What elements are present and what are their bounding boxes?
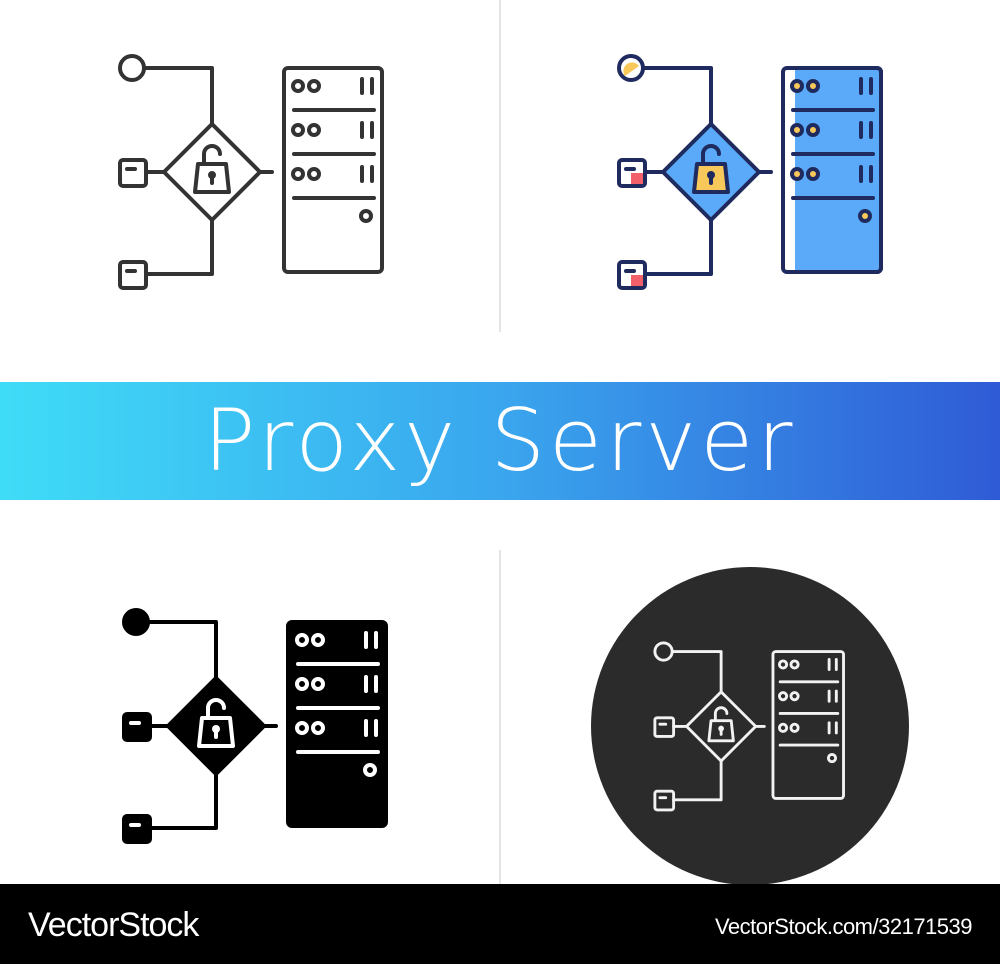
unlocked-padlock xyxy=(707,706,735,743)
connector-lines xyxy=(672,650,766,802)
client-box-1 xyxy=(617,158,647,188)
proxy-server-color-icon xyxy=(617,54,883,290)
server-rack xyxy=(286,620,388,828)
title-banner: Proxy Server xyxy=(0,382,1000,500)
server-rack xyxy=(282,66,384,274)
footer-bar: VectorStock VectorStock.com/32171539 xyxy=(0,884,1000,964)
client-box-2 xyxy=(118,260,148,290)
client-circle xyxy=(653,641,674,662)
client-box-1 xyxy=(653,716,676,738)
proxy-server-glyph-icon xyxy=(122,608,388,844)
unlocked-padlock xyxy=(197,698,235,748)
divider-bottom xyxy=(499,550,501,884)
connector-lines xyxy=(148,620,278,830)
proxy-diamond xyxy=(162,122,262,222)
unlocked-padlock xyxy=(692,144,730,194)
divider-top xyxy=(499,0,501,332)
vectorstock-logo: VectorStock xyxy=(28,906,199,944)
client-box-2 xyxy=(122,814,152,844)
client-circle xyxy=(118,54,146,82)
client-circle xyxy=(617,54,645,82)
proxy-server-outline-icon xyxy=(118,54,384,290)
client-circle xyxy=(122,608,150,636)
client-box-1 xyxy=(122,712,152,742)
proxy-diamond xyxy=(685,690,758,763)
connector-lines xyxy=(144,66,274,276)
connector-lines xyxy=(643,66,773,276)
image-url: VectorStock.com/32171539 xyxy=(714,914,973,939)
proxy-server-chalk-icon xyxy=(653,641,845,812)
banner-title: Proxy Server xyxy=(203,391,797,491)
chalk-icon-background xyxy=(591,567,909,885)
client-box-2 xyxy=(653,789,676,812)
client-box-1 xyxy=(118,158,148,188)
client-box-2 xyxy=(617,260,647,290)
unlocked-padlock xyxy=(193,144,231,194)
server-rack xyxy=(771,650,845,800)
